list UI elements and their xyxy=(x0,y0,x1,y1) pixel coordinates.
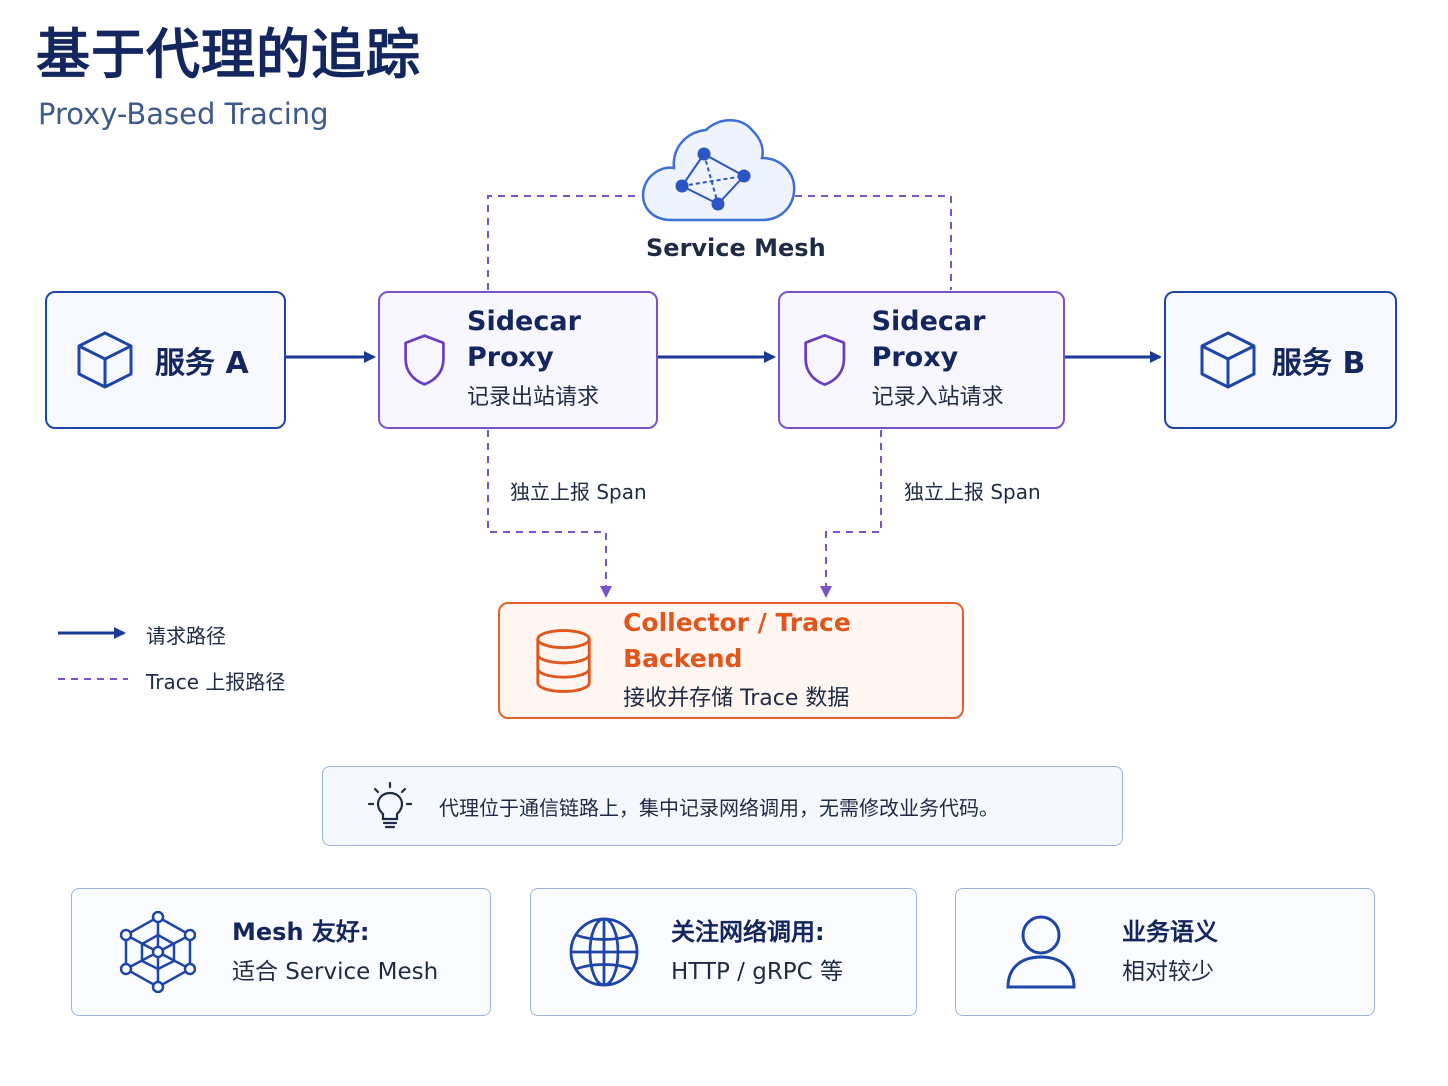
tip-box: 代理位于通信链路上，集中记录网络调用，无需修改业务代码。 xyxy=(322,766,1123,846)
sidecar-proxy-outbound: Sidecar Proxy 记录出站请求 xyxy=(378,291,658,429)
service-mesh-label: Service Mesh xyxy=(646,234,826,262)
cube-icon xyxy=(77,331,133,389)
card-network-title: 关注网络调用: xyxy=(671,918,825,946)
report-span-left: 独立上报 Span xyxy=(510,480,647,504)
card-mesh-subtitle: 适合 Service Mesh xyxy=(232,959,439,985)
service-a-label: 服务 A xyxy=(155,346,249,381)
lightbulb-icon xyxy=(367,781,413,829)
shield-icon xyxy=(804,334,846,386)
proxy-out-subtitle: 记录出站请求 xyxy=(467,385,600,410)
legend-trace-path: Trace 上报路径 xyxy=(146,670,286,694)
card-semantics-subtitle: 相对较少 xyxy=(1122,959,1214,985)
page-title: 基于代理的追踪 xyxy=(36,23,421,86)
database-icon xyxy=(536,628,591,693)
card-semantics-title: 业务语义 xyxy=(1122,918,1218,946)
collector-box: Collector / Trace Backend 接收并存储 Trace 数据 xyxy=(498,602,964,719)
cube-icon xyxy=(1200,331,1256,389)
proxy-in-title: Sidecar Proxy xyxy=(871,306,986,373)
card-mesh-title: Mesh 友好: xyxy=(232,918,370,946)
report-span-right: 独立上报 Span xyxy=(904,480,1041,504)
sidecar-proxy-inbound: Sidecar Proxy 记录入站请求 xyxy=(778,291,1065,429)
proxy-out-title: Sidecar Proxy xyxy=(467,306,581,373)
cloud-network-icon xyxy=(641,119,796,222)
shield-icon xyxy=(404,334,445,386)
card-mesh-friendly: Mesh 友好: 适合 Service Mesh xyxy=(71,888,491,1016)
trace-report-left xyxy=(487,430,607,596)
mesh-network-icon xyxy=(120,911,196,993)
globe-icon xyxy=(569,917,639,987)
service-b-label: 服务 B xyxy=(1272,346,1366,381)
card-network-subtitle: HTTP / gRPC 等 xyxy=(671,959,844,985)
mesh-link-right xyxy=(795,195,952,290)
service-b-box: 服务 B xyxy=(1164,291,1397,429)
collector-title: Collector / Trace Backend xyxy=(623,607,851,673)
legend-request-path: 请求路径 xyxy=(146,624,226,648)
collector-subtitle: 接收并存储 Trace 数据 xyxy=(623,685,850,711)
page-subtitle: Proxy-Based Tracing xyxy=(38,97,329,131)
proxy-in-subtitle: 记录入站请求 xyxy=(871,385,1004,410)
card-network-calls: 关注网络调用: HTTP / gRPC 等 xyxy=(530,888,917,1016)
service-mesh-cloud xyxy=(636,114,802,226)
user-icon xyxy=(1006,915,1076,989)
tip-text: 代理位于通信链路上，集中记录网络调用，无需修改业务代码。 xyxy=(439,795,999,820)
service-a-box: 服务 A xyxy=(45,291,286,429)
card-business-semantics: 业务语义 相对较少 xyxy=(955,888,1375,1016)
mesh-link-left xyxy=(487,195,640,290)
trace-report-right xyxy=(825,430,882,596)
